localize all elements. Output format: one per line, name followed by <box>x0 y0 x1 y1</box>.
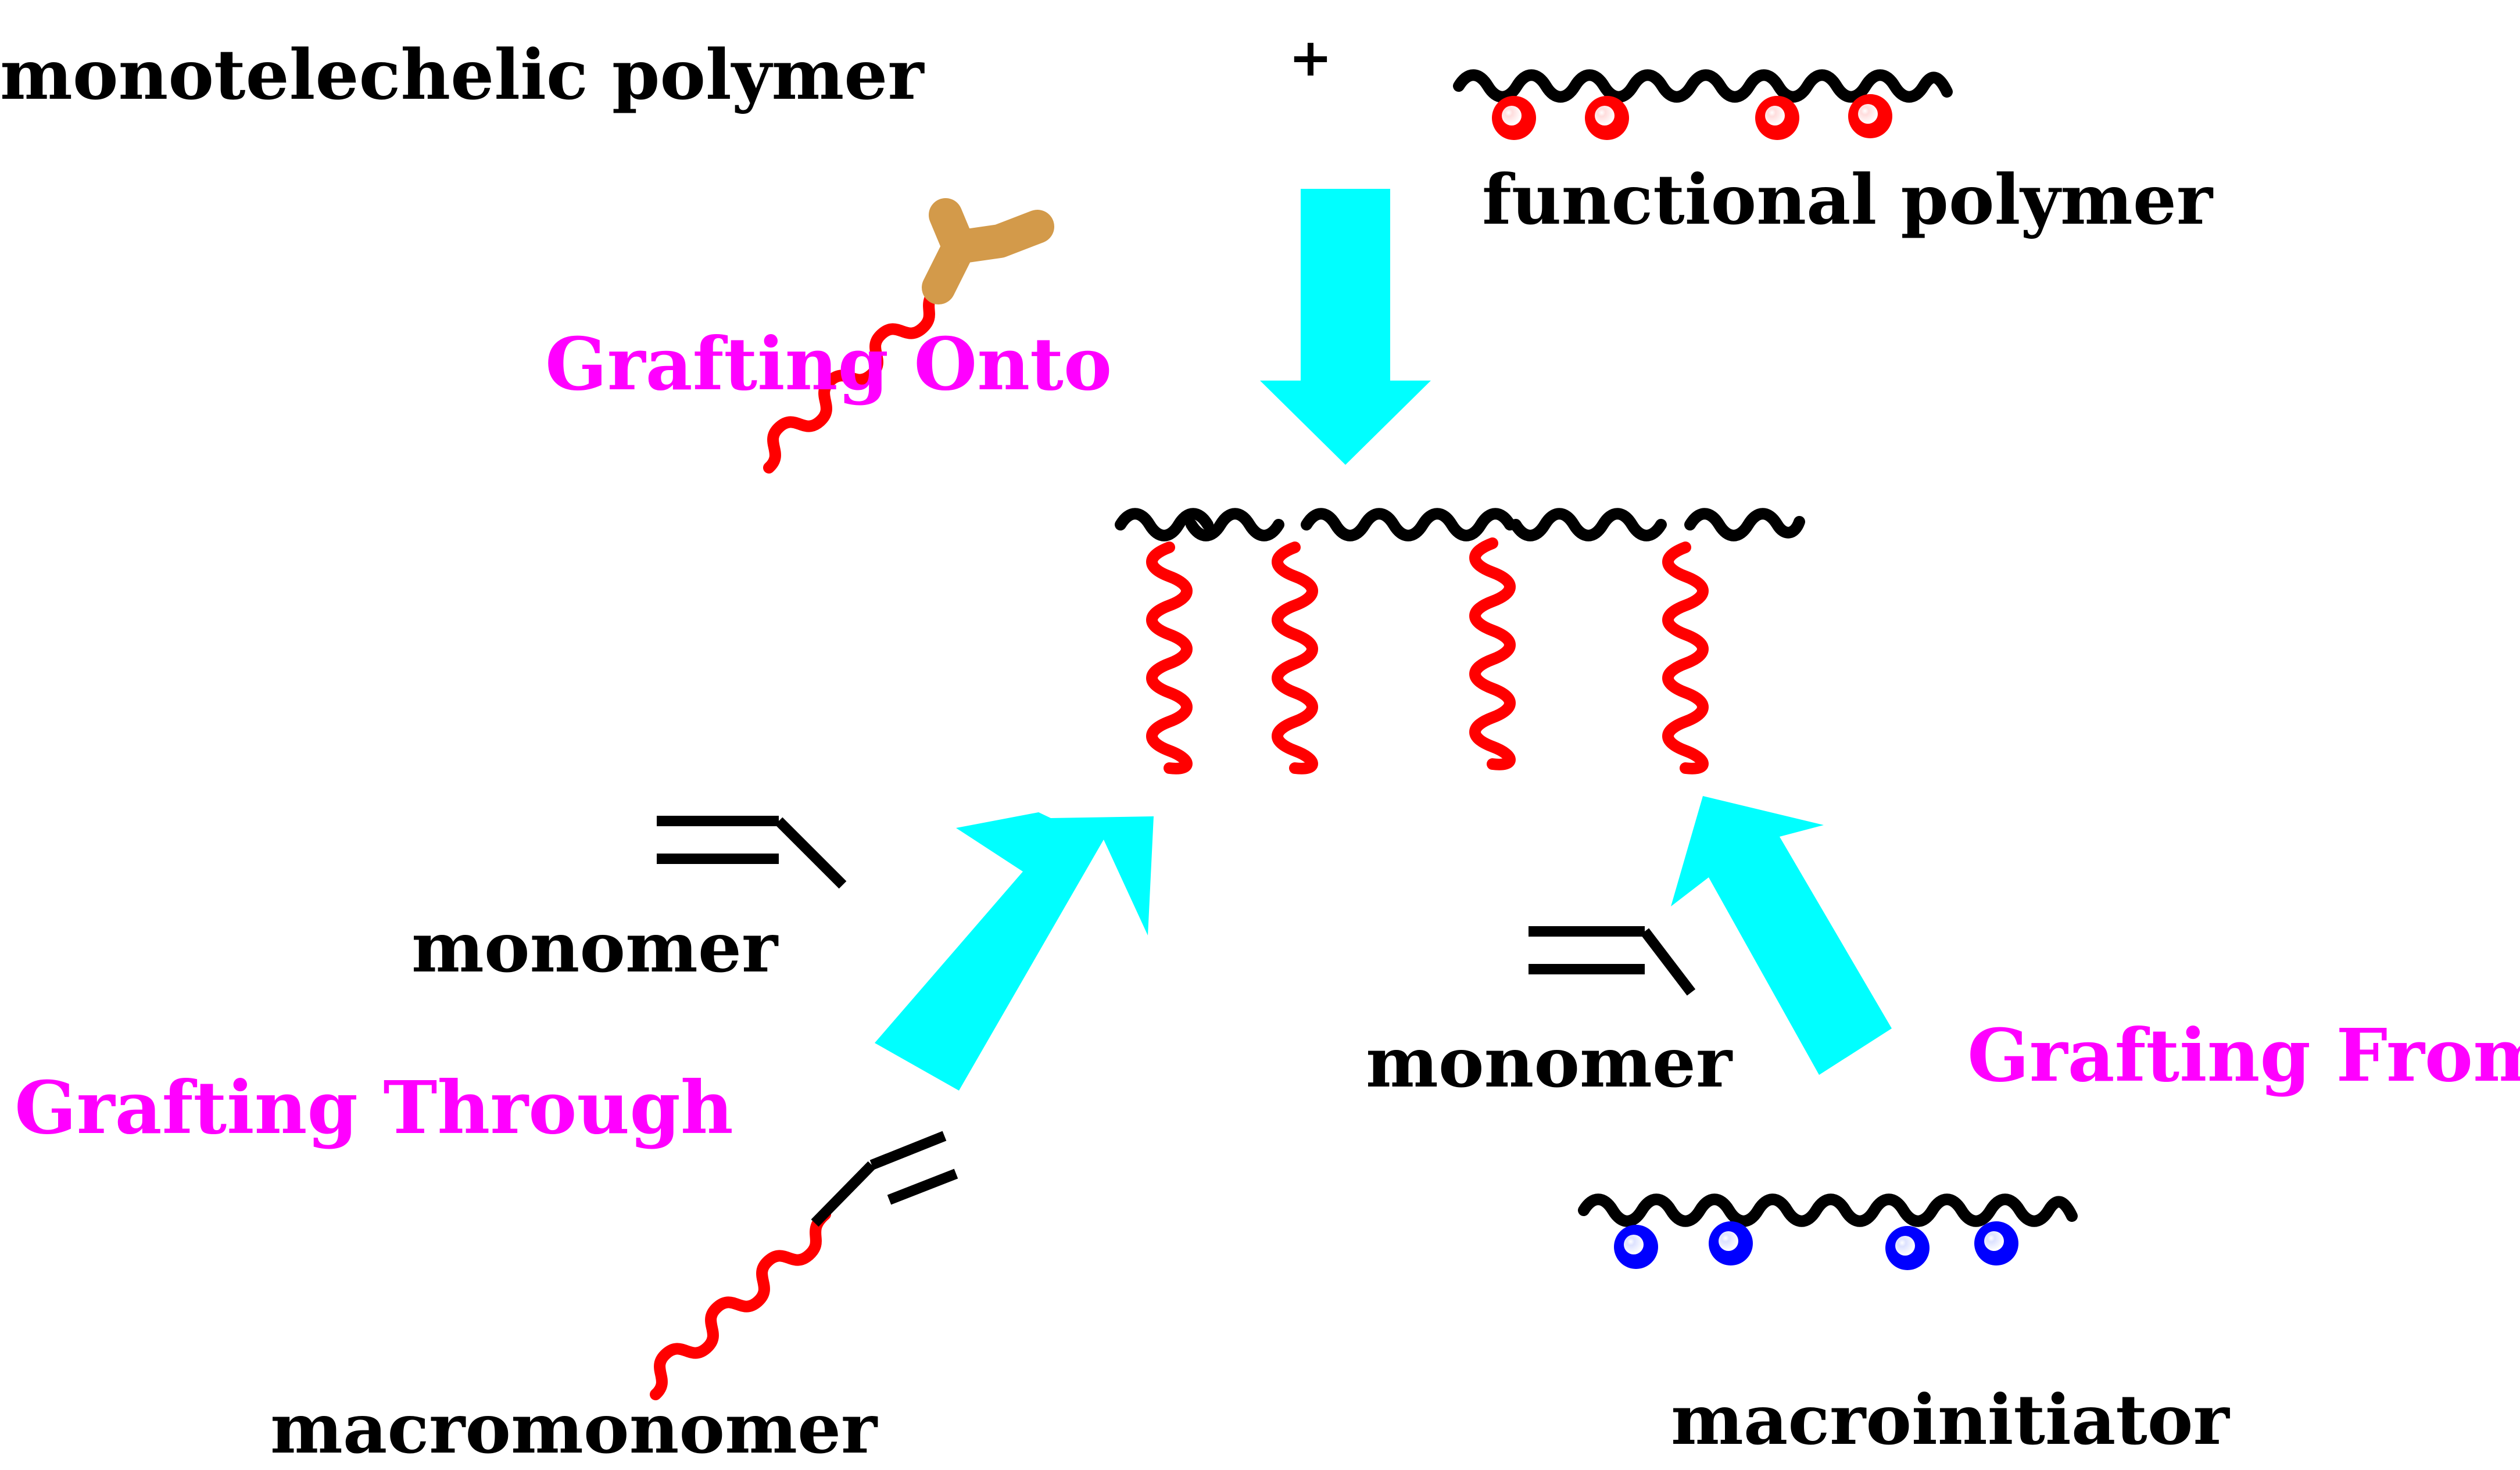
macromonomer-red-chain <box>650 1209 831 1400</box>
monotelechelic-red-chain <box>763 282 944 474</box>
side-chain <box>1272 542 1318 775</box>
macroinitiator-backbone <box>1578 1193 2078 1227</box>
functional-groups <box>1492 94 1892 140</box>
label-grafting-through: Grafting Through <box>15 1066 733 1150</box>
label-macroinitiator: macroinitiator <box>1671 1379 2230 1460</box>
bead-highlight <box>1624 1235 1644 1254</box>
arrow-grafting-onto <box>1260 189 1431 465</box>
label-monomer-right: monomer <box>1366 1022 1733 1103</box>
label-grafting-onto: Grafting Onto <box>545 322 1112 407</box>
bead-highlight <box>1984 1231 2004 1251</box>
initiator-sites <box>1614 1221 2018 1270</box>
label-grafting-from: Grafting From <box>1967 1013 2520 1098</box>
label-monomer-left: monomer <box>411 907 779 988</box>
monomer-structure-right <box>1529 926 1696 996</box>
label-macromonomer: macromonomer <box>270 1388 878 1469</box>
side-chain <box>1146 542 1193 775</box>
bead-highlight <box>1595 106 1615 126</box>
bead-highlight <box>1719 1231 1738 1251</box>
bead-highlight <box>1858 104 1878 124</box>
bead-highlight <box>1765 106 1785 126</box>
side-chain <box>1662 542 1709 775</box>
label-monotelechelic-polymer: monotelechelic polymer <box>0 34 925 115</box>
arrow-grafting-through <box>875 812 1154 1091</box>
plus-sign: + <box>1288 27 1332 88</box>
label-functional-polymer: functional polymer <box>1482 159 2214 240</box>
bead-highlight <box>1895 1236 1915 1256</box>
grafted-side-chains <box>1146 537 1709 775</box>
y-shaped-end-group-icon <box>922 198 1054 304</box>
macromonomer-vinyl-group <box>811 1131 958 1227</box>
arrow-grafting-from <box>1671 796 1892 1075</box>
monomer-structure-left <box>657 816 847 889</box>
graft-copolymer-backbone <box>1115 508 1805 542</box>
bead-highlight <box>1502 106 1522 126</box>
side-chain <box>1469 537 1516 770</box>
functional-polymer-backbone <box>1453 69 1953 103</box>
